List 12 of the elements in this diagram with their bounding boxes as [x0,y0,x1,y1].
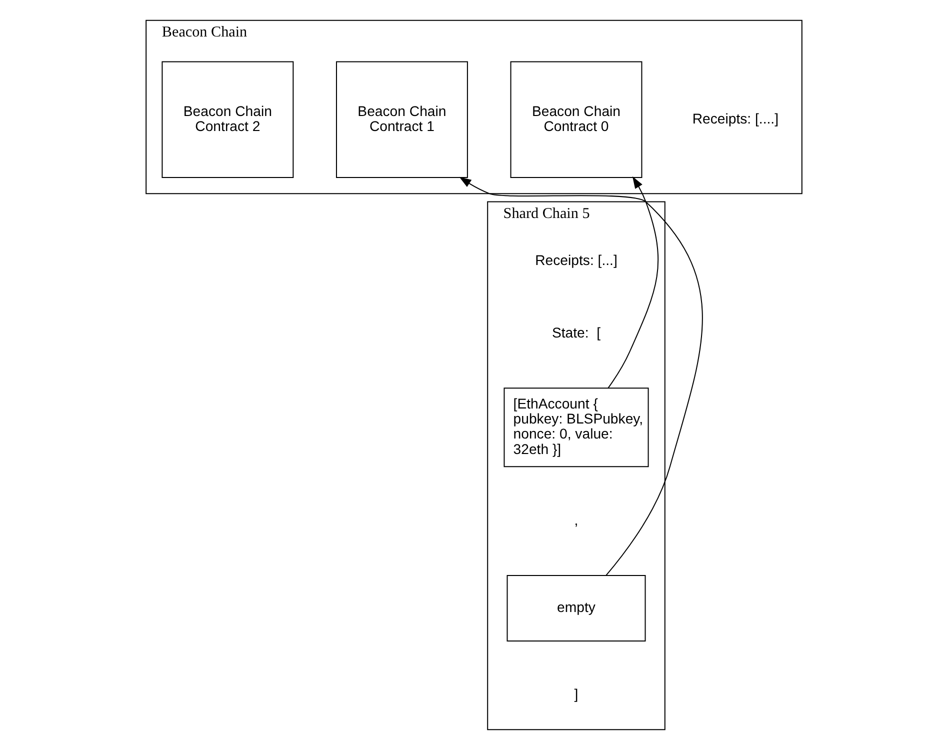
label: , [574,512,578,528]
node-box: Beacon Chain Contract 1 [336,61,468,178]
node-box: empty [506,574,646,642]
label: Receipts: [....] [692,110,779,126]
label: State: [ [552,324,601,340]
node-box: [EthAccount { pubkey: BLSPubkey, nonce: 0, value: 32eth }] [504,388,649,468]
arrow [608,176,658,388]
arrow [459,176,703,576]
label: Receipts: [...] [535,252,618,268]
node-box: Beacon Chain Contract 2 [162,61,294,178]
label: ] [574,686,578,702]
node-box: Beacon Chain Contract 0 [510,61,642,178]
